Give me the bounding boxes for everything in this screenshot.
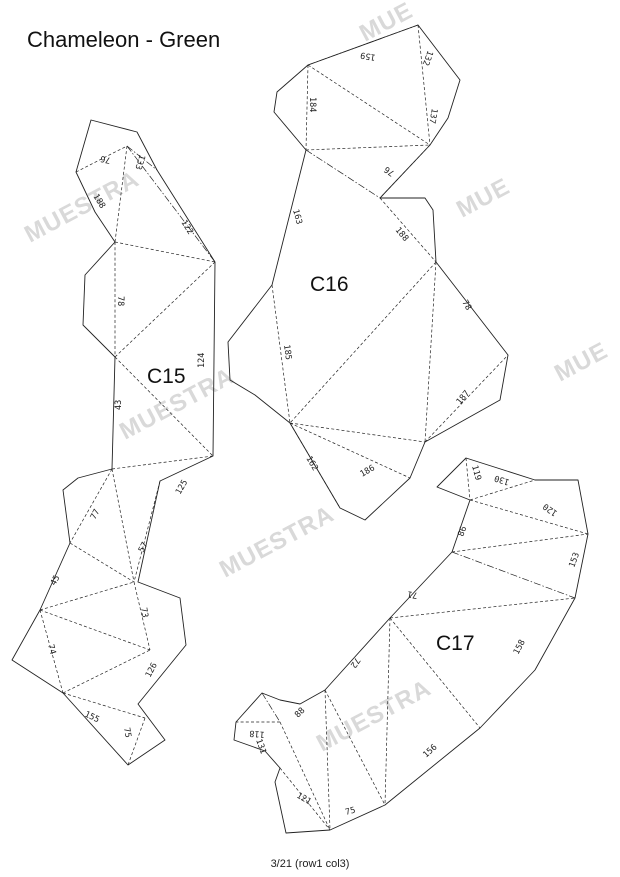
edge-label: 186	[359, 463, 377, 479]
c15-fold-lines	[39, 145, 216, 766]
edge-label: 133	[132, 153, 146, 171]
edge-label: 155	[83, 710, 101, 726]
edge-label: 118	[249, 728, 265, 739]
edge-label: 120	[541, 501, 559, 518]
piece-c17: 119 130 120 86 153 71 158 72 88 118 131 …	[233, 457, 589, 834]
edge-label: 122	[178, 218, 195, 236]
page-title: Chameleon - Green	[27, 27, 221, 52]
c15-valley-lines	[126, 145, 216, 263]
edge-label: 77	[89, 508, 103, 522]
piece-label-c17: C17	[436, 632, 475, 655]
watermark: MUE	[452, 173, 514, 223]
edge-label: 75	[344, 806, 356, 818]
edge-label: 188	[393, 226, 411, 244]
c16-valley-lines	[305, 24, 419, 199]
edge-label: 119	[469, 464, 483, 481]
edge-label: 75	[121, 727, 133, 739]
piece-label-c15: C15	[147, 365, 186, 388]
edge-label: 76	[100, 153, 112, 165]
c16-outline	[227, 24, 509, 521]
edge-label: 86	[456, 525, 469, 538]
edge-label: 137	[426, 107, 439, 124]
edge-label: 130	[493, 472, 511, 486]
edge-label: 73	[138, 607, 150, 619]
edge-label: 153	[567, 551, 582, 569]
edge-label: 156	[421, 743, 439, 761]
watermark: MUE	[355, 0, 417, 47]
edge-label: 88	[293, 706, 307, 720]
page-footer: 3/21 (row1 col3)	[270, 858, 350, 870]
c15-edge-labels: 76 133 188 122 78 124 43 125 77 57 45 73…	[45, 153, 207, 739]
piece-c15: 76 133 188 122 78 124 43 125 77 57 45 73…	[11, 119, 216, 766]
edge-label: 159	[360, 49, 377, 62]
piece-label-c16: C16	[310, 273, 349, 296]
c17-fold-lines	[236, 457, 589, 831]
edge-label: 125	[174, 478, 190, 496]
watermark: MUESTRA	[215, 500, 339, 583]
piece-c16: 159 132 184 137 76 163 188 78 185 187 16…	[227, 24, 509, 521]
edge-label: 185	[281, 344, 293, 361]
edge-label: 43	[114, 400, 124, 410]
edge-label: 163	[290, 208, 304, 225]
watermark: MUESTRA	[312, 674, 436, 757]
c16-edge-labels: 159 132 184 137 76 163 188 78 185 187 16…	[281, 49, 473, 480]
c17-valley-lines	[261, 551, 576, 723]
edge-label: 45	[49, 574, 63, 588]
c16-fold-lines	[271, 24, 509, 509]
edge-label: 131	[253, 738, 268, 756]
watermark: MUESTRA	[20, 165, 144, 248]
edge-label: 124	[197, 353, 207, 368]
edge-label: 187	[455, 389, 473, 407]
edge-label: 74	[45, 643, 57, 655]
edge-label: 71	[407, 588, 419, 600]
edge-label: 158	[512, 638, 528, 656]
c15-outline	[11, 119, 216, 766]
edge-label: 57	[137, 541, 151, 555]
edge-label: 78	[115, 296, 125, 306]
edge-label: 78	[459, 299, 473, 313]
edge-label: 184	[307, 97, 317, 112]
edge-label: 132	[420, 49, 435, 67]
edge-label: 76	[383, 164, 397, 178]
edge-label: 72	[348, 655, 362, 669]
edge-label: 126	[144, 661, 160, 679]
watermark: MUE	[550, 337, 612, 387]
c17-outline	[233, 457, 589, 834]
